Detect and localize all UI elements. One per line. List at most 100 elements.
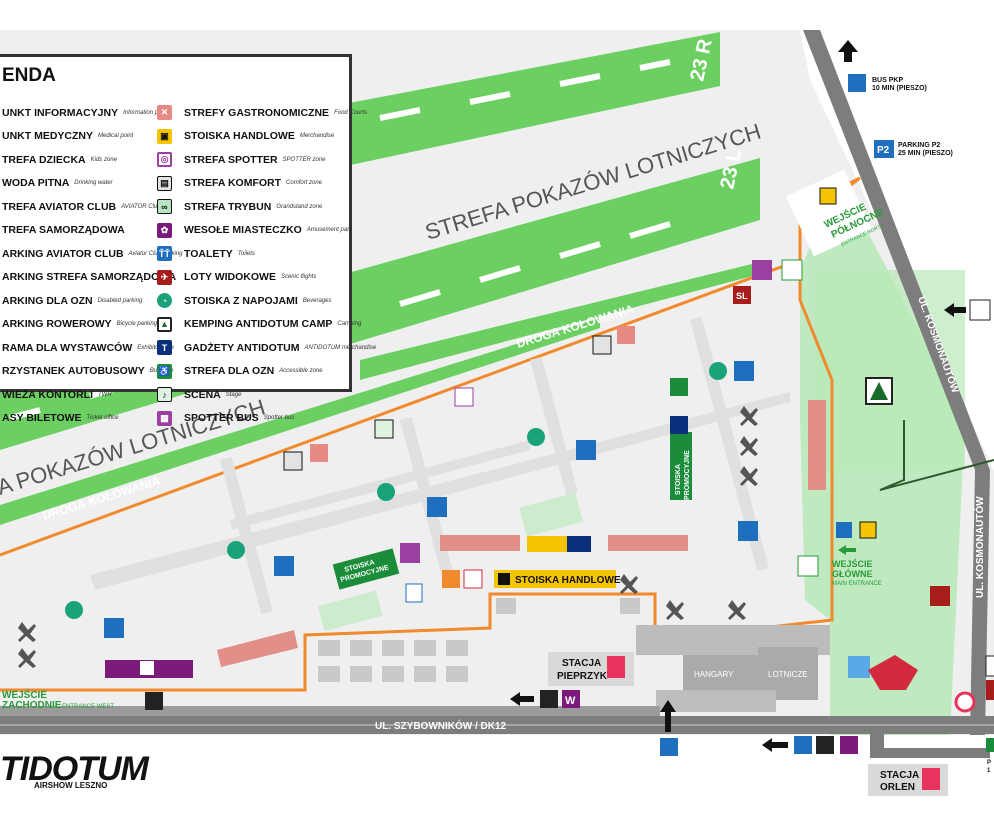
fuel-station-icon-2 xyxy=(922,768,940,790)
north-arrow-icon xyxy=(838,40,858,62)
taxiway-upper xyxy=(360,262,760,380)
disabled-parking-icon xyxy=(660,738,678,756)
west-arrow-icon-2 xyxy=(762,738,788,752)
main-entrance-label-2: GŁÓWNE xyxy=(832,568,873,579)
camp-sign-icon xyxy=(969,299,991,321)
carousel-icon xyxy=(140,661,154,675)
stage-area xyxy=(519,492,583,537)
parking-slots xyxy=(318,598,640,682)
wheelchair-icon: ♿ xyxy=(157,363,172,379)
tshirt-icon: T xyxy=(157,340,172,356)
toilet-icon-3 xyxy=(427,497,447,517)
bus-icon xyxy=(848,74,866,92)
hangar-south xyxy=(656,690,776,712)
stoiska-handlowe-label: STOISKA HANDLOWE xyxy=(515,575,621,586)
lotnicze-label: LOTNICZE xyxy=(768,670,808,679)
road-south xyxy=(870,748,990,758)
camp-sign-icon-2 xyxy=(985,655,994,677)
fence-line-east xyxy=(0,262,834,692)
west-entrance-label-2: ZACHODNIE xyxy=(2,700,62,711)
drink-icon-5 xyxy=(65,601,83,619)
parking-ac-icon-2 xyxy=(540,690,558,708)
bus-pkp-time: 10 MIN (PIESZO) xyxy=(872,85,927,92)
aviator-icon xyxy=(442,570,460,588)
main-entrance-en: MAIN ENTRANCE xyxy=(832,581,882,587)
w-parking-icon xyxy=(562,690,580,708)
food-court-icon: ✕ xyxy=(157,105,172,121)
carousel-icon: ✿ xyxy=(157,222,172,238)
info-icon xyxy=(836,522,852,538)
food-court-icon xyxy=(617,326,635,344)
antidotum-logo: TIDOTUM xyxy=(0,750,149,788)
main-entrance-arrow xyxy=(838,545,856,555)
parking-p2-time: 25 MIN (PIESZO) xyxy=(898,150,953,157)
stacja-orlen-label-2: ORLEN xyxy=(880,782,915,793)
disabled-parking-icon-2 xyxy=(794,736,812,754)
bus-pkp-label: BUS PKP xyxy=(872,77,903,84)
tshirt-icon xyxy=(670,416,688,434)
armchair-icon: ▤ xyxy=(157,175,172,191)
west-arrow-icon xyxy=(510,692,534,706)
aircraft-icons xyxy=(18,406,758,668)
drink-icon-4 xyxy=(227,541,245,559)
main-entrance-label: WEJŚCIE xyxy=(832,558,873,569)
stage-icon: ♪ xyxy=(157,387,172,403)
camp-arrow-icon xyxy=(944,303,966,317)
right-edge-label: P xyxy=(987,760,991,766)
scenic-flight-icon: ✈ xyxy=(157,269,172,285)
spotter-bus-icon xyxy=(752,260,772,280)
basket-icon: ▣ xyxy=(157,128,172,144)
fuel-station-icon xyxy=(607,656,625,678)
stoiska-promocyjne-label: STOISKA xyxy=(675,464,682,495)
stacja-pieprzyk-label-2: PIEPRZYK xyxy=(557,671,608,682)
stage-area-2 xyxy=(317,590,383,632)
north-entrance-sign xyxy=(786,169,872,257)
toilet-icon-2 xyxy=(576,440,596,460)
street-szybownikow-label: UL. SZYBOWNIKÓW / DK12 xyxy=(375,719,507,732)
w-parking-icon-2 xyxy=(840,736,858,754)
legend-item: ARKING STREFA SAMORZĄDOWA xyxy=(2,271,177,284)
runway-dashes xyxy=(9,59,671,421)
stoiska-promocyjne-label-2: PROMOCYJNE xyxy=(684,450,691,500)
exit-north-icon xyxy=(781,259,803,281)
toilet-icon-6 xyxy=(104,618,124,638)
stacja-pieprzyk-label: STACJA xyxy=(562,658,601,669)
w-label: W xyxy=(565,695,576,707)
medical-icon xyxy=(463,569,483,589)
wheelchair-icon xyxy=(670,378,688,396)
binoculars-icon: ∞ xyxy=(157,199,172,215)
west-entrance-en: ENTRANCE WEST xyxy=(62,704,114,710)
stoiska-handlowe-sign xyxy=(494,570,616,588)
scenic-flight-icon xyxy=(733,286,751,304)
food-courts xyxy=(217,400,826,667)
hangary-label: HANGARY xyxy=(694,670,734,679)
parking-p2-icon xyxy=(874,140,894,158)
toilet-icon-5 xyxy=(274,556,294,576)
south-arrow-icon xyxy=(660,700,676,732)
gadgets-stand xyxy=(567,536,591,552)
kids-icon xyxy=(400,543,420,563)
stage-icon xyxy=(374,419,394,439)
toilet-icon: ŤŤ xyxy=(157,246,172,262)
armchair-icon-2 xyxy=(283,451,303,471)
